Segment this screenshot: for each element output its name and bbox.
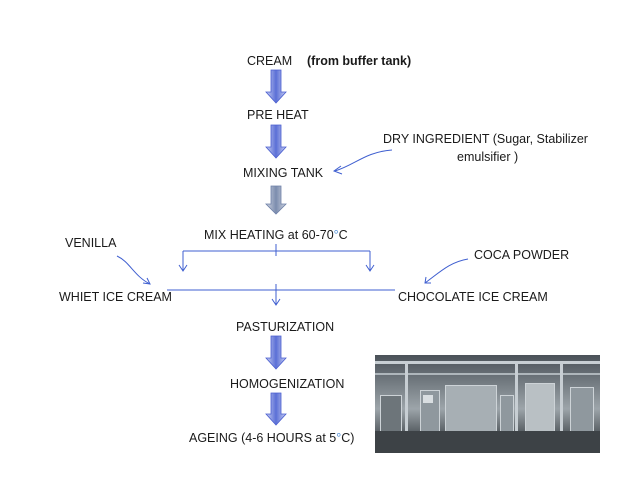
cream-note: (from buffer tank) [307,54,412,68]
ingredient-venilla: VENILLA [65,236,117,250]
step-homogenization: HOMOGENIZATION [230,377,345,391]
mix-heating-degree: ° [333,228,339,242]
arrow-cream-to-preheat [265,69,287,104]
arrow-homogenization-to-ageing [265,392,287,426]
step-cream: CREAM [247,54,292,69]
curved-arrow-dry-ingredient [332,149,393,175]
photo-pipe [515,361,518,441]
curved-arrow-venilla [116,255,151,285]
step-mix-heating: MIX HEATING at 60-70°C [204,228,348,243]
photo-beam [375,373,600,375]
photo-floor [375,431,600,453]
arrow-pasturization-to-homogenization [265,335,287,370]
step-mixing-tank: MIXING TANK [243,166,324,180]
step-ageing: AGEING (4-6 HOURS at 5°C) [189,431,354,446]
arrow-preheat-to-mixing [265,124,287,159]
photo-beam [375,361,600,364]
step-pasturization: PASTURIZATION [236,320,335,334]
photo-vessel [525,383,555,439]
split-bracket [178,244,375,272]
ageing-unit: C) [341,431,355,445]
photo-pipe [405,361,408,441]
photo-pipe [560,361,563,441]
curved-arrow-coca [424,258,469,284]
dry-ingredient-line2: emulsifier ) [457,150,519,164]
photo-vessel [570,387,594,439]
processing-plant-photo [375,355,600,453]
mix-heating-text: MIX HEATING at 60-70 [204,228,334,242]
merge-line [167,284,395,306]
photo-panel [423,395,433,403]
ingredient-coca-powder: COCA POWDER [474,248,570,262]
product-white-ice-cream: WHIET ICE CREAM [59,290,172,304]
cream-label: CREAM [247,54,293,68]
mix-heating-unit: C [338,228,348,242]
ageing-text: AGEING (4-6 HOURS at 5 [189,431,337,445]
step-pre-heat: PRE HEAT [247,108,309,122]
dry-ingredient-line1: DRY INGREDIENT (Sugar, Stabilizer [383,132,588,146]
product-chocolate-ice-cream: CHOCOLATE ICE CREAM [398,290,548,304]
arrow-mixing-to-heating [265,185,287,215]
ageing-degree: ° [336,431,342,445]
photo-heat-exchanger [445,385,497,439]
